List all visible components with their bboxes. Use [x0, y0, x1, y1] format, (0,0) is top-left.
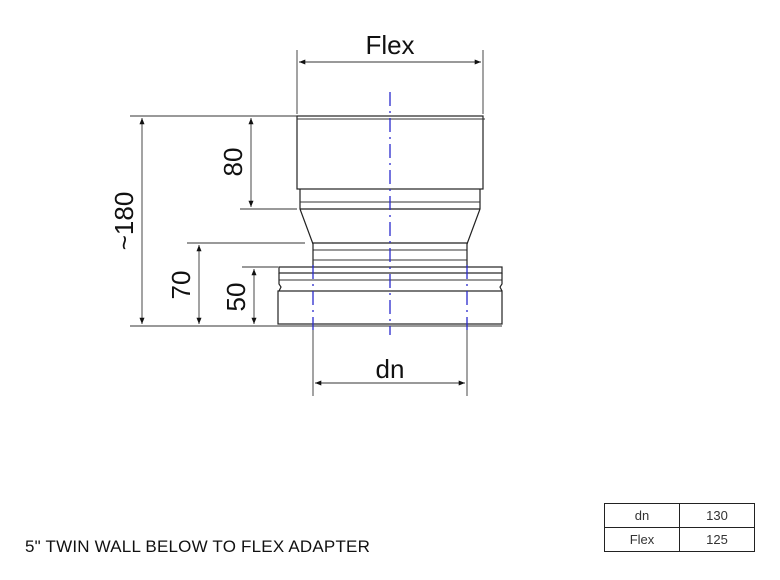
spec-table: dn 130 Flex 125: [604, 503, 755, 552]
drawing-title: 5" TWIN WALL BELOW TO FLEX ADAPTER: [25, 537, 371, 556]
dn-dimension-label: dn: [376, 354, 405, 384]
dimension-lines: [130, 50, 484, 396]
table-row: Flex 125: [604, 527, 755, 552]
spec-label: Flex: [604, 527, 680, 552]
flex-dimension-label: Flex: [365, 30, 414, 60]
spec-value: 125: [679, 527, 755, 552]
overall-height-label: ~180: [109, 192, 139, 251]
table-row: dn 130: [604, 503, 755, 528]
spec-label: dn: [604, 503, 680, 528]
top-height-label: 80: [218, 148, 248, 177]
socket-height-label: 50: [221, 283, 251, 312]
lower-height-label: 70: [166, 271, 196, 300]
centerlines: [312, 92, 468, 335]
spec-value: 130: [679, 503, 755, 528]
